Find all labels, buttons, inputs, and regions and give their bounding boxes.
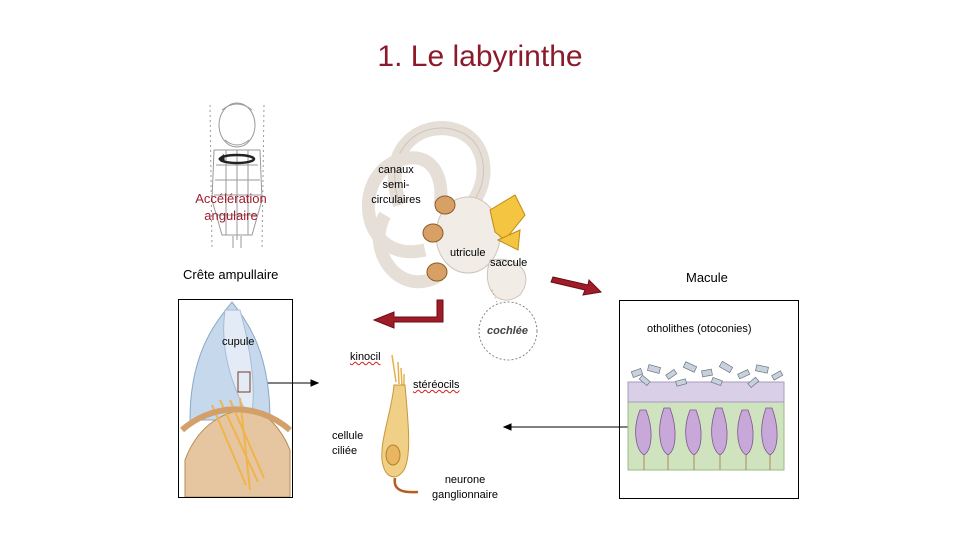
otolithes-label: otholithes (otoconies) xyxy=(647,323,752,335)
hair-cell-drawing xyxy=(381,354,419,494)
cochlea-circle xyxy=(478,301,538,361)
red-arrow-left xyxy=(372,299,444,329)
slide-title: 1. Le labyrinthe xyxy=(377,40,583,73)
acceleration-label: Accélération angulaire xyxy=(195,191,267,223)
crete-title: Crête ampullaire xyxy=(183,267,279,282)
crista-drawing xyxy=(180,301,292,498)
canaux-line-2: semi- xyxy=(382,179,410,191)
crista-box xyxy=(178,299,293,498)
stereocils-label: stéréocils xyxy=(413,379,460,391)
macule-title: Macule xyxy=(686,270,728,285)
saccule-label: saccule xyxy=(490,257,528,269)
cellule-line-1: cellule xyxy=(332,430,364,442)
macula-drawing xyxy=(627,360,785,471)
rotation-arrow-icon xyxy=(218,153,256,165)
kinocil-label: kinocil xyxy=(350,351,381,363)
cellule-line-2: ciliée xyxy=(332,445,358,457)
arrow-crista-to-cell xyxy=(260,379,320,387)
canaux-label: canaux semi- circulaires xyxy=(367,163,425,208)
neurone-line-2: ganglionnaire xyxy=(431,489,499,501)
macula-box xyxy=(619,300,799,499)
neurone-label: neurone ganglionnaire xyxy=(424,473,506,503)
cochlee-label: cochlée xyxy=(487,325,528,337)
neurone-line-1: neurone xyxy=(444,474,486,486)
utricule-label: utricule xyxy=(450,247,486,259)
rotating-head-figure xyxy=(209,102,265,251)
cellule-label: cellule ciliée xyxy=(332,429,363,459)
cupule-label: cupule xyxy=(222,336,255,348)
canaux-line-1: canaux xyxy=(378,164,414,176)
labyrinth-drawing xyxy=(361,121,527,301)
red-arrow-right xyxy=(550,276,603,296)
canaux-line-3: circulaires xyxy=(371,194,421,206)
